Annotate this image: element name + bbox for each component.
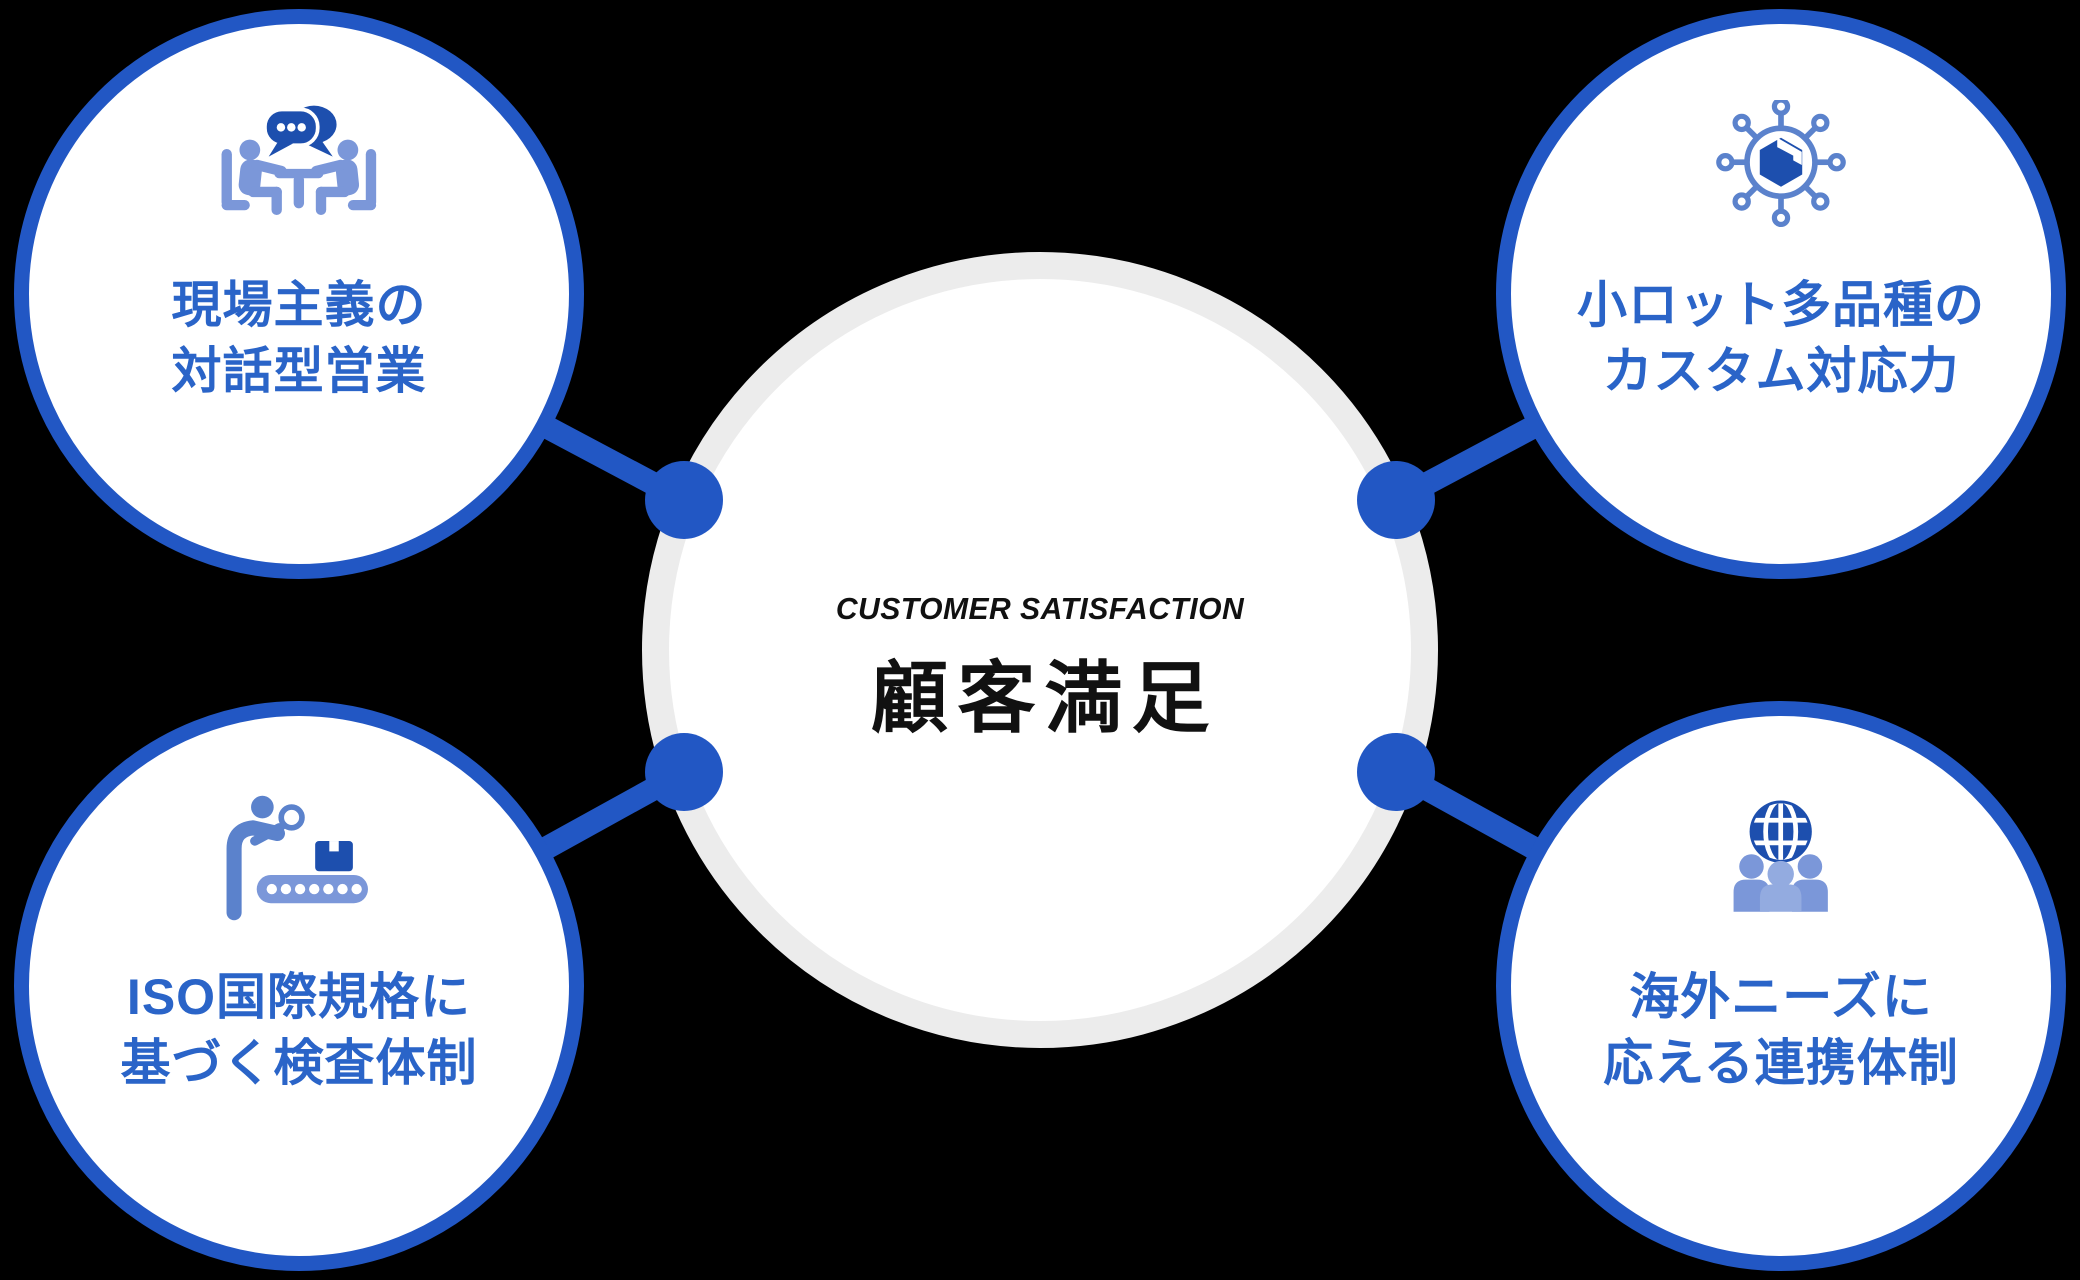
satellite-label: 現場主義の 対話型営業 [172,272,427,404]
connector-line-bottom-left [535,761,690,862]
center-subtitle: CUSTOMER SATISFACTION [835,591,1245,626]
global-team-icon [1710,792,1851,924]
network-box-icon [1715,100,1847,232]
satellite-circle-custom-capability: 小ロット多品種の カスタム対応力 [1496,9,2066,579]
connector-line-top-left [535,413,690,511]
satellite-label-line1: 海外ニーズに [1629,969,1933,1025]
satellite-label-line2: 基づく検査体制 [120,1035,478,1091]
satellite-label-line1: ISO国際規格に [126,969,472,1025]
satellite-label-line2: 応える連携体制 [1603,1035,1959,1091]
satellite-circle-iso-inspection: ISO国際規格に 基づく検査体制 [14,701,584,1271]
inspection-icon [219,792,379,924]
satellite-label: 小ロット多品種の カスタム対応力 [1577,272,1985,404]
center-title: 顧客満足 [870,654,1219,742]
satellite-label: ISO国際規格に 基づく検査体制 [121,964,478,1096]
center-circle: CUSTOMER SATISFACTION 顧客満足 [642,252,1438,1048]
satellite-label-line2: カスタム対応力 [1602,343,1960,399]
satellite-label-line1: 小ロット多品種の [1577,277,1985,333]
satellite-circle-overseas-collab: 海外ニーズに 応える連携体制 [1496,701,2066,1271]
connector-line-bottom-right [1390,761,1545,862]
satellite-label-line1: 現場主義の [171,277,427,333]
satellite-circle-field-sales: 現場主義の 対話型営業 [14,9,584,579]
meeting-icon [214,100,384,232]
connector-line-top-right [1390,413,1545,511]
satellite-label: 海外ニーズに 応える連携体制 [1603,964,1959,1096]
satellite-label-line2: 対話型営業 [171,343,427,399]
